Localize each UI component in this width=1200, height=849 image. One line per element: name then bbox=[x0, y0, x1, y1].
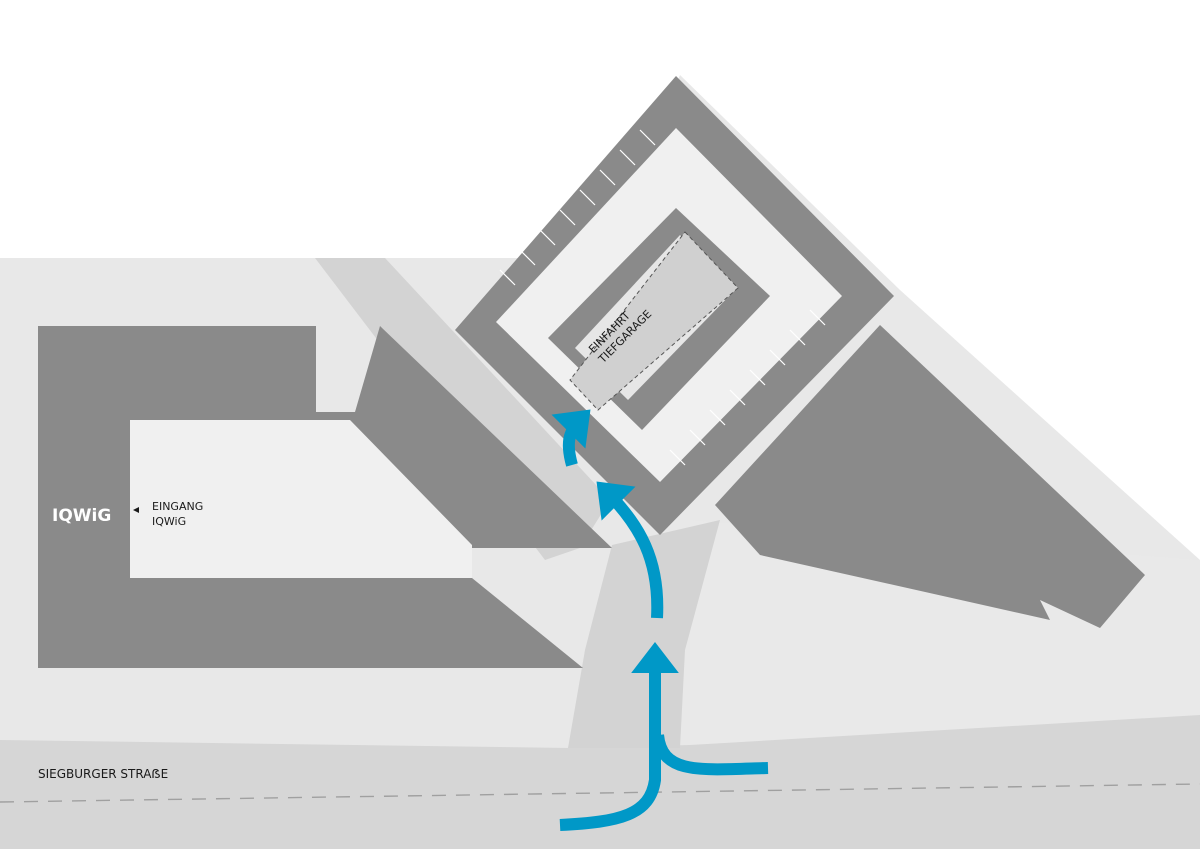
entrance-label-line1: EINGANG bbox=[152, 500, 203, 513]
route-arrow-main bbox=[559, 642, 679, 831]
route-arrow-garage bbox=[551, 409, 591, 467]
lane-marking bbox=[0, 783, 1200, 803]
street-label: SIEGBURGER STRAẞE bbox=[38, 767, 168, 781]
courtyard-iqwig bbox=[130, 420, 472, 578]
garage-entrance-zone bbox=[569, 231, 739, 411]
entrance-label-line2: IQWiG bbox=[152, 515, 186, 528]
building-iqwig-south-wing bbox=[175, 578, 583, 668]
iqwig-logo: IQWiG bbox=[52, 506, 111, 526]
building-right bbox=[715, 325, 1145, 628]
street-siegburger bbox=[0, 715, 1200, 849]
route-arrow-branch bbox=[652, 734, 769, 776]
route-arrows bbox=[551, 409, 769, 831]
access-path-driveway bbox=[568, 520, 720, 748]
route-arrow-driveway bbox=[596, 481, 664, 619]
triangle-left-icon bbox=[133, 507, 139, 513]
